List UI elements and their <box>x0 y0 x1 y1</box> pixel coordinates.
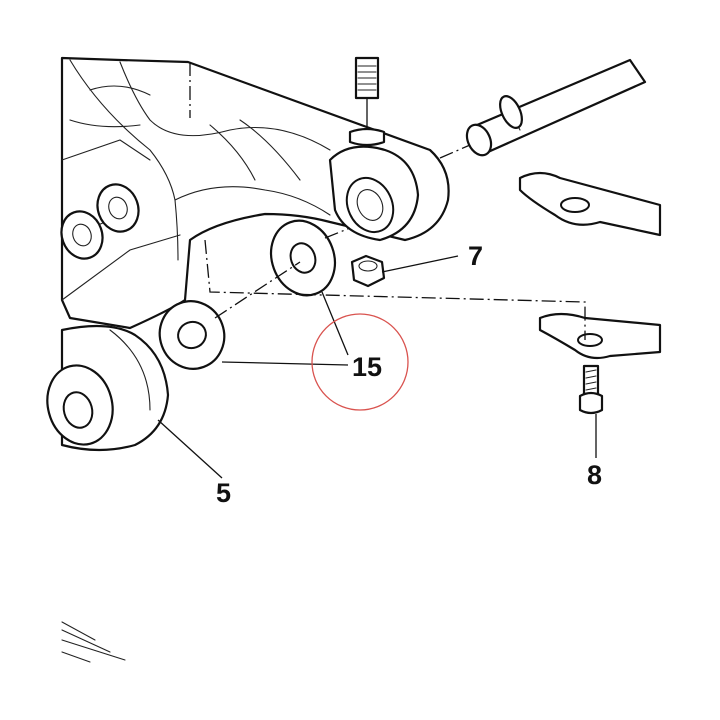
hex-nut-7 <box>350 254 386 288</box>
frame-pivot-boss <box>328 145 420 242</box>
washer-15-lower <box>158 300 226 370</box>
assembly-centerlines <box>189 62 586 340</box>
washer-15-upper <box>270 219 336 297</box>
corner-hatch-mark <box>61 621 126 663</box>
top-threaded-stud <box>348 56 386 147</box>
frame-left-bushings <box>60 183 140 260</box>
leader-lines <box>157 255 597 479</box>
long-shaft <box>439 58 647 159</box>
callout-7: 7 <box>468 241 483 271</box>
callout-15: 15 <box>352 352 382 382</box>
lower-right-bracket <box>538 312 662 360</box>
callout-8: 8 <box>587 460 602 490</box>
upper-right-bracket <box>518 171 662 237</box>
rubber-bushing-5 <box>46 324 170 452</box>
bolt-8 <box>578 364 604 415</box>
callout-5: 5 <box>216 478 231 508</box>
highlight-circle <box>311 313 409 411</box>
